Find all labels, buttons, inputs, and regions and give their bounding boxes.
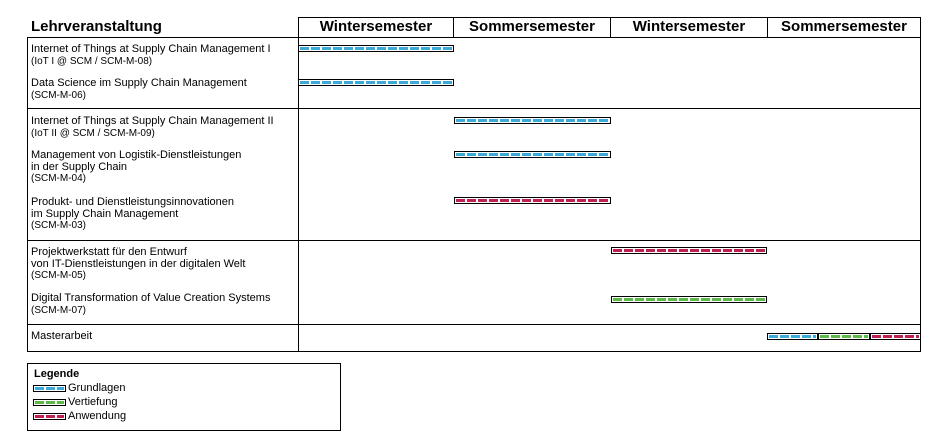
course-code: (IoT I @ SCM / SCM-M-08) xyxy=(31,55,153,67)
legend-swatch xyxy=(33,413,66,420)
course-title-line: Digital Transformation of Value Creation… xyxy=(31,292,271,304)
course-title-line: in der Supply Chain xyxy=(31,160,128,173)
swatch-fill xyxy=(35,401,64,404)
semester-divider-1 xyxy=(453,17,454,38)
bar-fill xyxy=(613,298,765,301)
course-column-divider xyxy=(298,17,299,352)
course-bar-grundlagen xyxy=(454,151,611,158)
group-divider-3 xyxy=(27,324,921,325)
bar-fill xyxy=(820,335,868,338)
course-bar-vertiefung xyxy=(611,296,767,303)
course-title-line: Masterarbeit xyxy=(31,330,93,342)
course-label: Digital Transformation of Value Creation… xyxy=(31,292,271,316)
bar-fill xyxy=(300,47,452,50)
legend-swatch xyxy=(33,385,66,392)
frame-top xyxy=(298,17,921,18)
bar-fill xyxy=(456,119,609,122)
course-title-line: Produkt- und Dienstleistungsinnovationen xyxy=(31,196,235,208)
course-label: Management von Logistik-Dienstleistungen… xyxy=(31,149,242,185)
course-code: (SCM-M-04) xyxy=(31,173,86,184)
swatch-fill xyxy=(35,387,64,390)
course-code: (SCM-M-05) xyxy=(31,270,86,281)
course-title-line: Projektwerkstatt für den Entwurf xyxy=(31,246,187,258)
course-code: (SCM-M-03) xyxy=(31,220,86,231)
legend-swatch xyxy=(33,399,66,406)
course-label: Internet of Things at Supply Chain Manag… xyxy=(31,115,274,139)
bar-fill xyxy=(456,199,609,202)
course-bar-anwendung xyxy=(611,247,767,254)
course-title-line: im Supply Chain Management xyxy=(31,207,179,220)
course-title-line: Management von Logistik-Dienstleistungen xyxy=(31,149,242,161)
bar-fill xyxy=(456,153,609,156)
course-bar-grundlagen xyxy=(298,79,454,86)
semester-divider-2 xyxy=(610,17,611,38)
course-label: Produkt- und Dienstleistungsinnovationen… xyxy=(31,196,235,232)
frame-right xyxy=(920,17,921,352)
legend-label: Anwendung xyxy=(68,410,127,422)
bar-fill xyxy=(613,249,765,252)
course-column-header: Lehrveranstaltung xyxy=(31,18,162,35)
bar-fill xyxy=(769,335,817,338)
course-code: (IoT II @ SCM / SCM-M-09) xyxy=(31,127,155,139)
frame-left xyxy=(27,37,28,352)
swatch-fill xyxy=(35,415,64,418)
semester-header-1: Wintersemester xyxy=(319,18,433,35)
semester-header-2: Sommersemester xyxy=(469,18,595,35)
course-label: Data Science im Supply Chain Management(… xyxy=(31,77,247,101)
course-code: (SCM-M-07) xyxy=(31,304,86,316)
bar-fill xyxy=(871,335,919,338)
course-bar-grundlagen xyxy=(767,333,819,340)
group-divider-1 xyxy=(27,108,921,109)
course-title-line: Internet of Things at Supply Chain Manag… xyxy=(31,115,274,127)
course-title-line: Internet of Things at Supply Chain Manag… xyxy=(31,43,271,55)
course-label: Masterarbeit xyxy=(31,330,93,343)
course-title-line: von IT-Dienstleistungen in der digitalen… xyxy=(31,257,246,270)
course-bar-grundlagen xyxy=(454,117,611,124)
semester-header-3: Wintersemester xyxy=(632,18,746,35)
course-title-line: Data Science im Supply Chain Management xyxy=(31,77,247,89)
legend-title: Legende xyxy=(34,368,80,380)
semester-header-4: Sommersemester xyxy=(781,18,907,35)
course-bar-anwendung xyxy=(869,333,921,340)
curriculum-chart: Lehrveranstaltung Wintersemester Sommers… xyxy=(27,17,921,352)
header-divider xyxy=(27,37,921,38)
bar-fill xyxy=(300,81,452,84)
course-bar-grundlagen xyxy=(298,45,454,52)
semester-divider-3 xyxy=(767,17,768,38)
course-bar-anwendung xyxy=(454,197,611,204)
course-code: (SCM-M-06) xyxy=(31,89,86,101)
course-label: Internet of Things at Supply Chain Manag… xyxy=(31,43,271,67)
group-divider-2 xyxy=(27,240,921,241)
frame-bottom xyxy=(27,351,921,352)
legend-label: Grundlagen xyxy=(68,382,126,394)
course-bar-vertiefung xyxy=(818,333,870,340)
legend-label: Vertiefung xyxy=(68,396,118,408)
